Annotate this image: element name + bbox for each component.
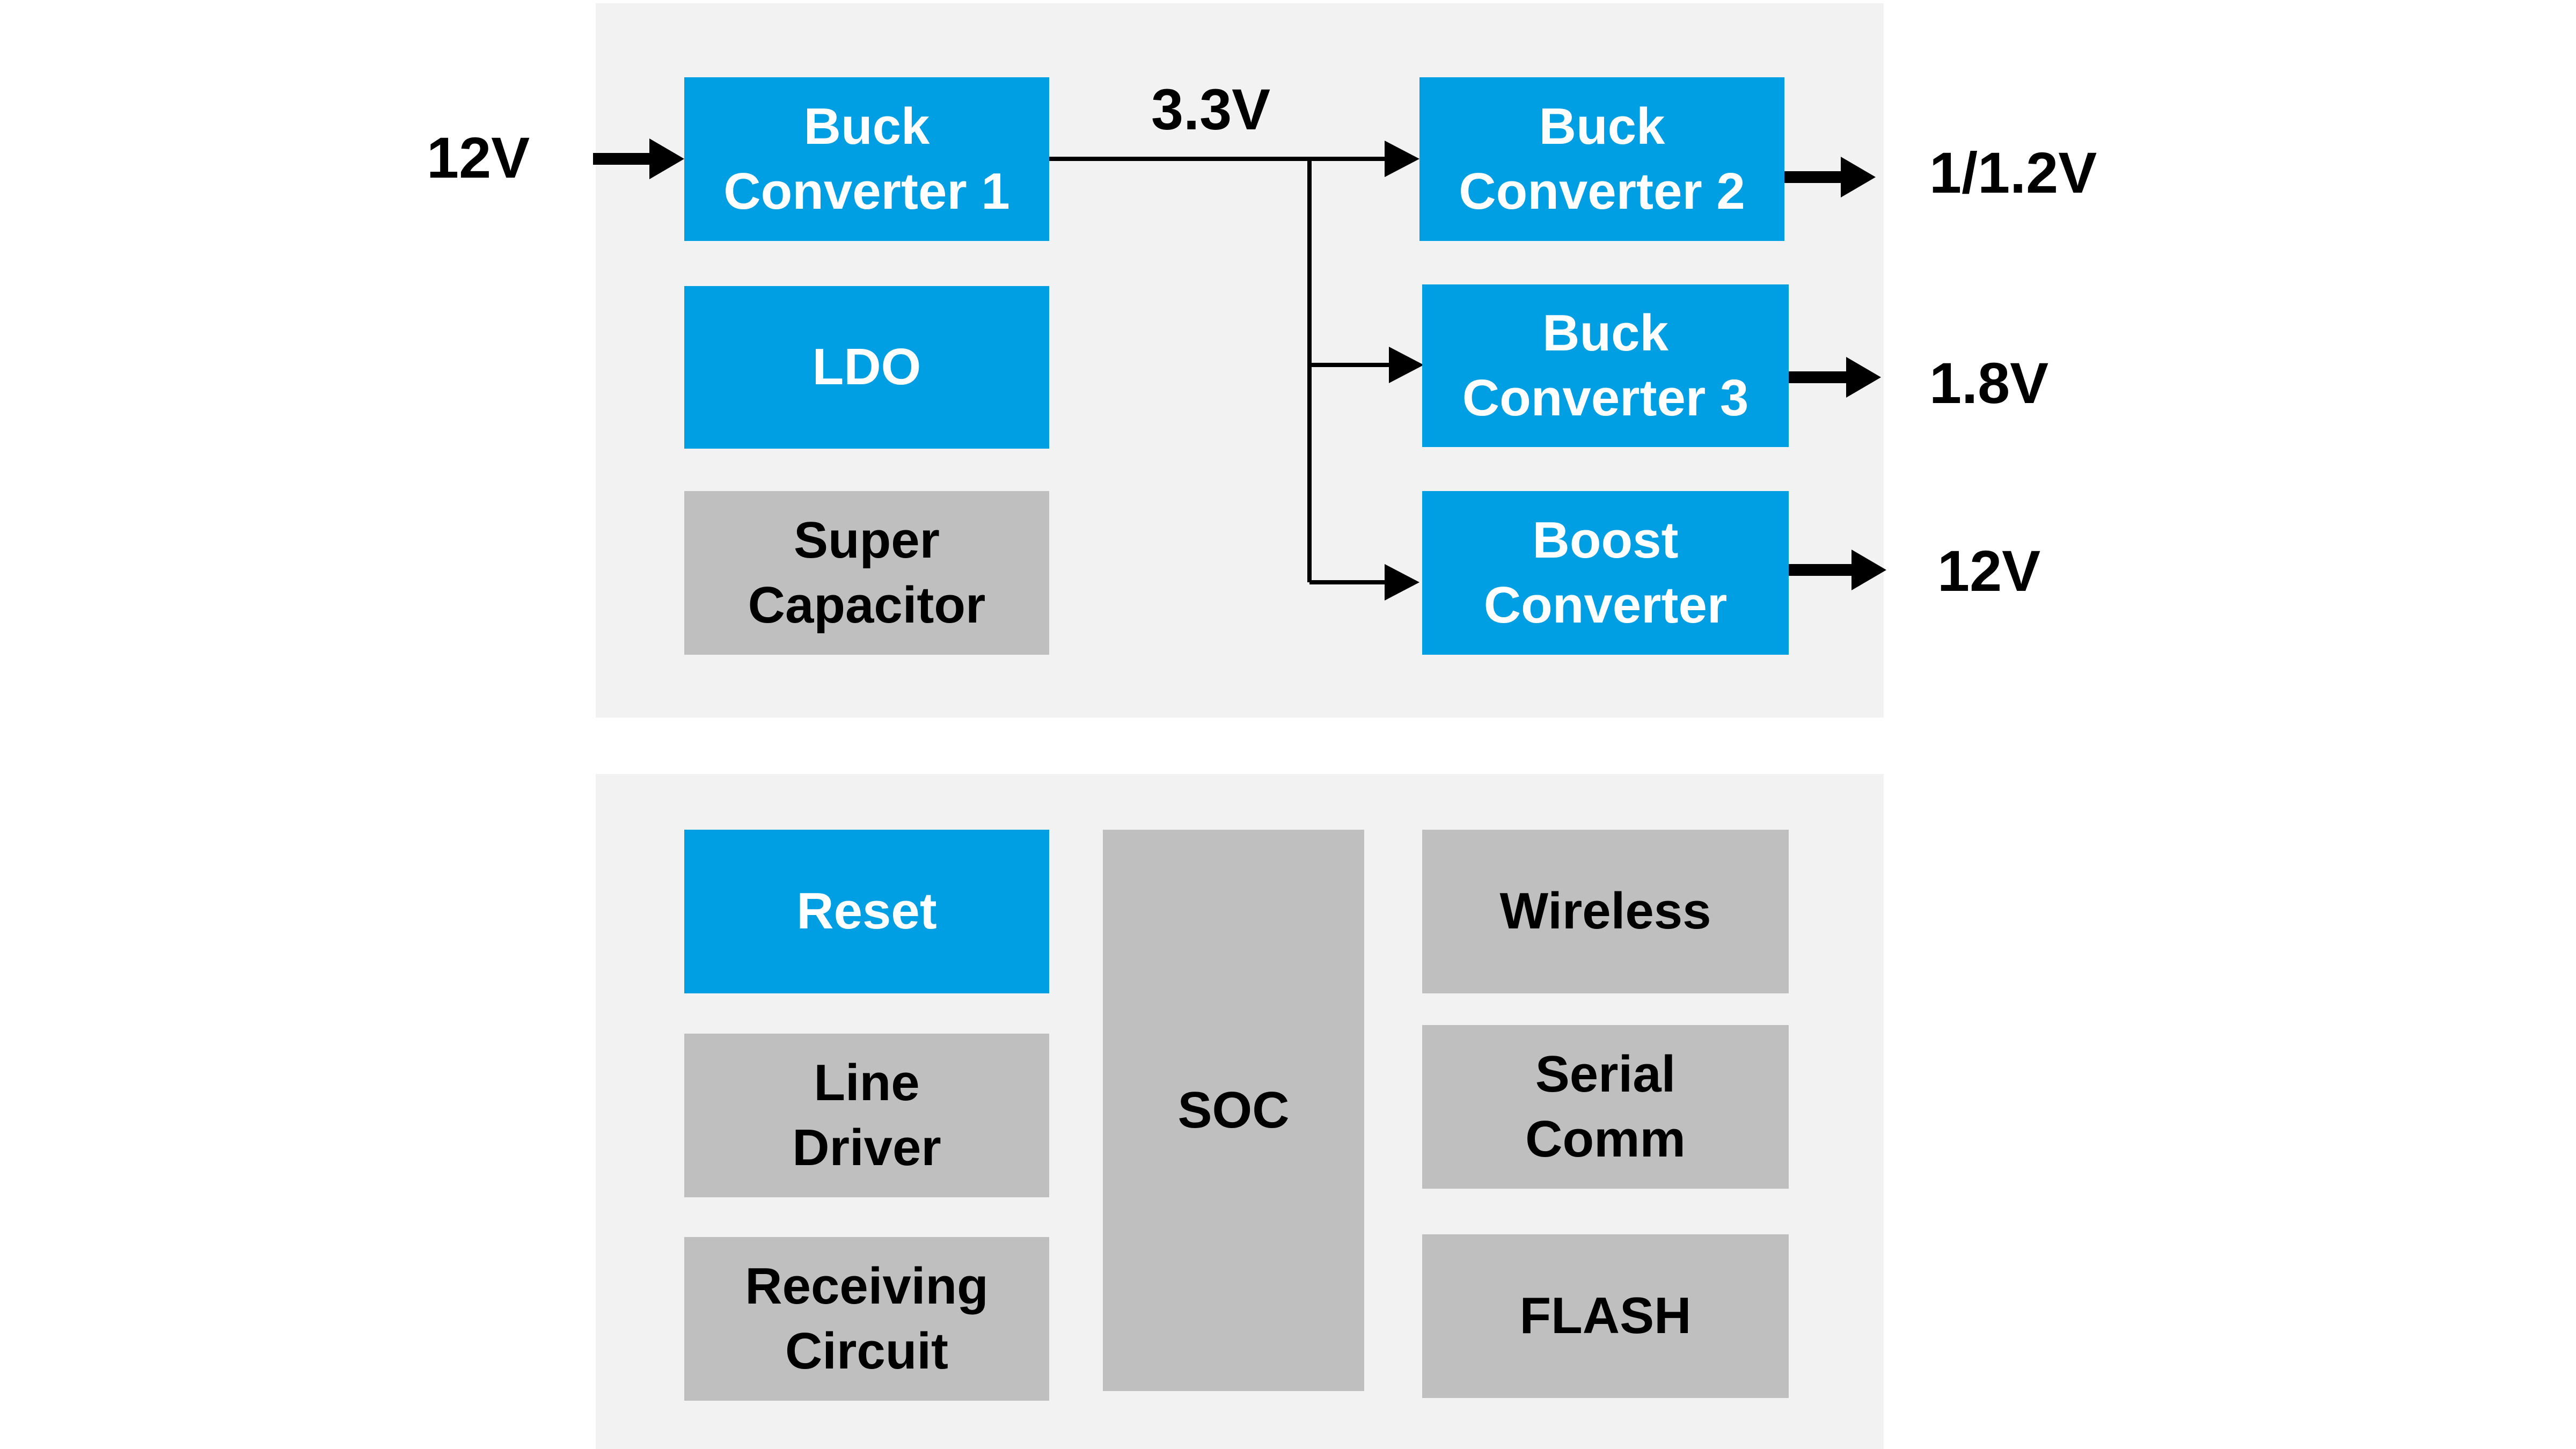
- input-arrow: [593, 138, 684, 179]
- wireless-label: Wireless: [1499, 882, 1711, 940]
- buck-converter-1-block: Buck Converter 1: [684, 77, 1049, 241]
- arrow-to-boost: [1385, 564, 1419, 601]
- receiving-circuit-label: Receiving Circuit: [745, 1257, 989, 1380]
- super-capacitor-label: Super Capacitor: [748, 511, 986, 634]
- boost-converter-label: Boost Converter: [1483, 511, 1728, 634]
- line-driver-label: Line Driver: [792, 1053, 941, 1176]
- output-arrow-boost: [1787, 550, 1886, 590]
- ldo-label: LDO: [812, 338, 921, 396]
- reset-block: Reset: [684, 830, 1049, 993]
- output-arrow-buck3: [1787, 357, 1881, 398]
- flash-block: FLASH: [1422, 1234, 1789, 1398]
- output-voltage-buck3: 1.8V: [1929, 350, 2049, 415]
- wireless-block: Wireless: [1422, 830, 1789, 993]
- buck-converter-2-block: Buck Converter 2: [1419, 77, 1784, 241]
- buck-converter-3-block: Buck Converter 3: [1422, 284, 1789, 447]
- output-voltage-boost: 12V: [1937, 538, 2041, 603]
- output-voltage-buck2: 1/1.2V: [1929, 140, 2097, 205]
- input-voltage-label: 12V: [427, 125, 530, 190]
- buck-converter-3-label: Buck Converter 3: [1462, 304, 1749, 427]
- serial-comm-block: Serial Comm: [1422, 1025, 1789, 1189]
- super-capacitor-block: Super Capacitor: [684, 491, 1049, 655]
- boost-converter-block: Boost Converter: [1422, 491, 1789, 655]
- line-driver-block: Line Driver: [684, 1034, 1049, 1197]
- buck-converter-1-label: Buck Converter 1: [723, 97, 1010, 220]
- output-arrow-buck2: [1782, 157, 1876, 197]
- soc-block: SOC: [1103, 830, 1364, 1391]
- arrow-to-buck2: [1385, 141, 1419, 177]
- arrow-to-buck3: [1389, 347, 1424, 383]
- bus-voltage-label: 3.3V: [1151, 77, 1271, 142]
- buck-converter-2-label: Buck Converter 2: [1459, 97, 1745, 220]
- bus-3v3-wire: [1049, 157, 1395, 584]
- soc-label: SOC: [1177, 1081, 1290, 1139]
- serial-comm-label: Serial Comm: [1525, 1045, 1686, 1168]
- reset-label: Reset: [796, 882, 937, 940]
- receiving-circuit-block: Receiving Circuit: [684, 1237, 1049, 1401]
- flash-label: FLASH: [1519, 1287, 1692, 1345]
- ldo-block: LDO: [684, 286, 1049, 449]
